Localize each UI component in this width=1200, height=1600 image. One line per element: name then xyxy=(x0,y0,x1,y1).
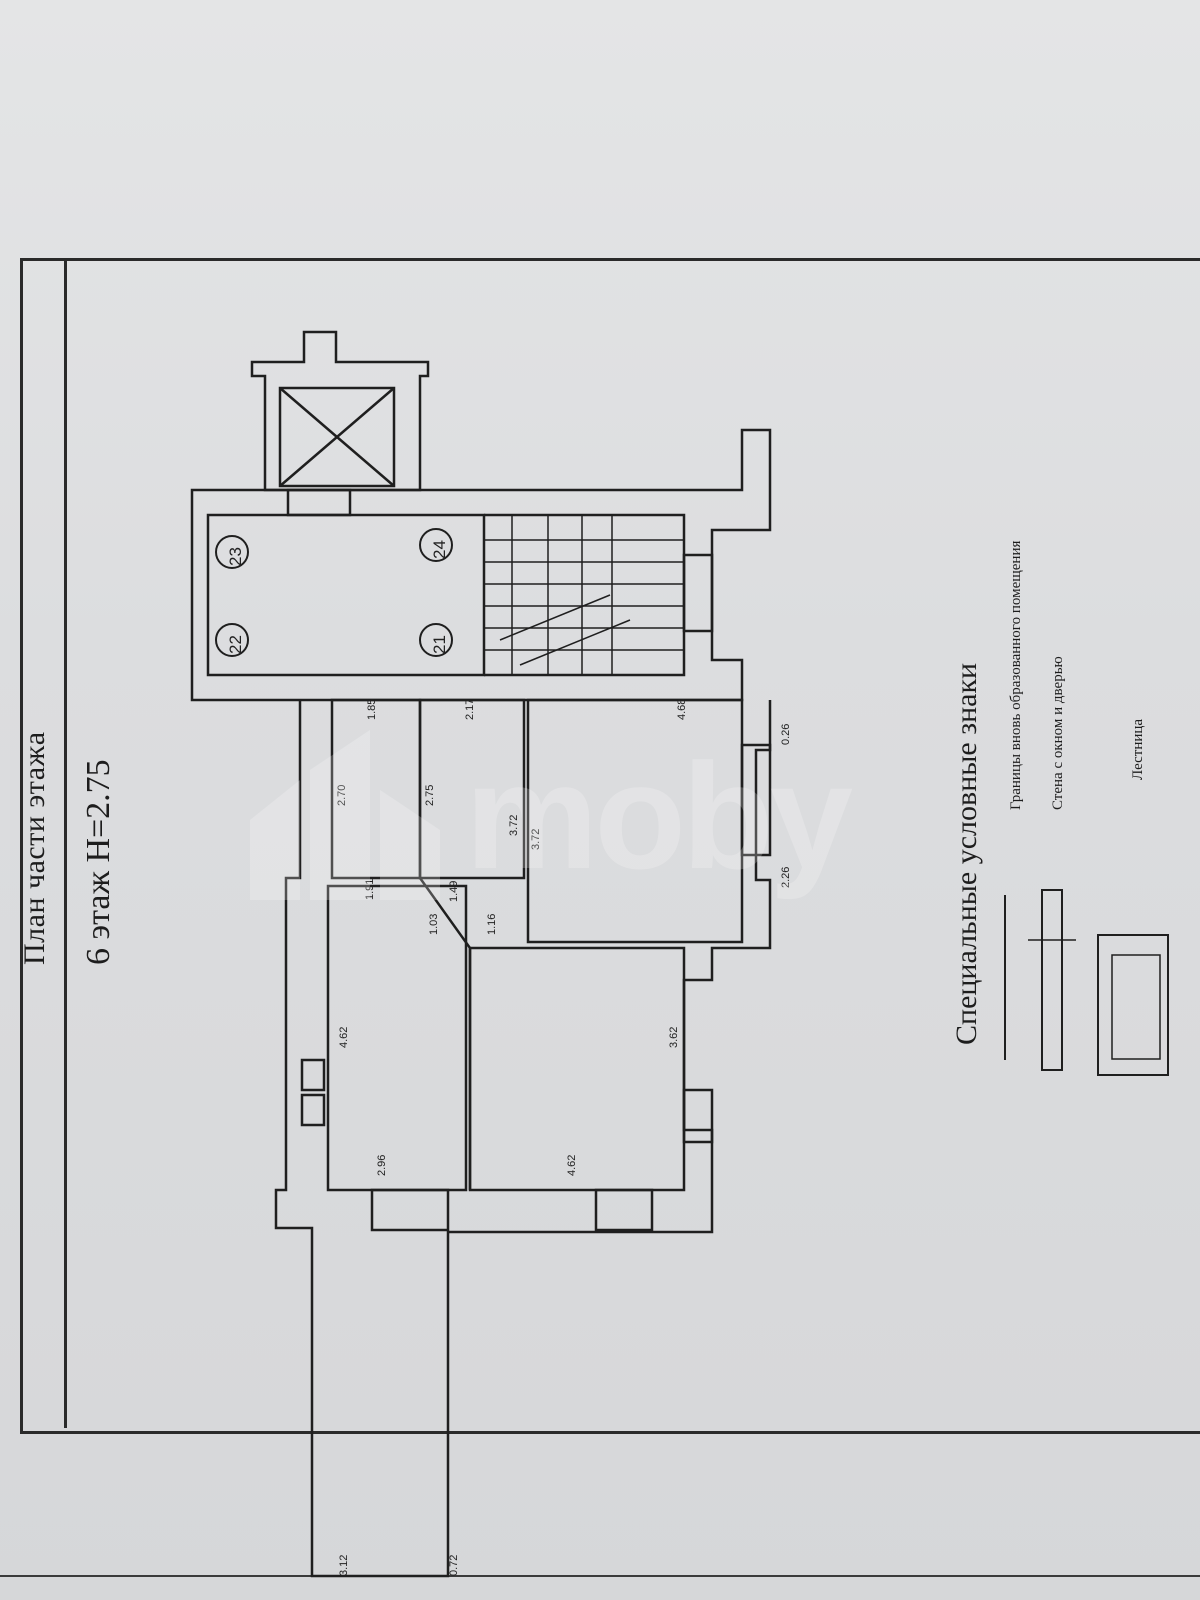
dim-2-26: 2.26 xyxy=(780,866,792,888)
dim-0-26: 0.26 xyxy=(780,723,792,745)
sink-fixture xyxy=(300,1093,326,1127)
room-21-label: 21 xyxy=(430,635,449,654)
window-bottom-1 xyxy=(370,1188,450,1232)
room-23-circle xyxy=(215,535,249,569)
window-bottom-2 xyxy=(594,1188,654,1232)
dim-2-96: 2.96 xyxy=(376,1154,388,1176)
legend-item-wall: Стена с окном и дверью xyxy=(1050,656,1066,810)
room-kitchen-large xyxy=(526,698,744,944)
stair-box xyxy=(484,513,686,677)
elevator-cross-b xyxy=(279,387,395,487)
dim-2-75: 2.75 xyxy=(424,784,436,806)
dim-4-62-a: 4.62 xyxy=(338,1026,350,1048)
elevator-cabin xyxy=(278,386,396,488)
room-living xyxy=(468,946,686,1192)
apartment-outer-wall xyxy=(274,700,772,1578)
dim-2-70: 2.70 xyxy=(336,784,348,806)
stove-fixture xyxy=(300,1058,326,1092)
legend-item-boundary: Границы вновь образованного помещения xyxy=(1008,540,1024,810)
room-22-circle xyxy=(215,623,249,657)
legend-item-stair: Лестница xyxy=(1130,718,1146,780)
window-right-2 xyxy=(682,1088,714,1144)
dim-1-85: 1.85 xyxy=(366,698,378,720)
lower-sheet-edge xyxy=(0,1575,1200,1577)
dim-1-49: 1.49 xyxy=(448,880,460,902)
room-23-label: 23 xyxy=(226,547,245,566)
dim-1-03: 1.03 xyxy=(428,913,440,935)
stair-window xyxy=(682,553,714,633)
window-right-1 xyxy=(740,743,772,857)
legend-title: Специальные условные знаки xyxy=(950,662,983,1045)
legend-stair-symbol xyxy=(1097,934,1169,1076)
dim-3-72-b: 3.72 xyxy=(530,828,542,850)
dim-1-16: 1.16 xyxy=(486,913,498,935)
dim-1-91: 1.91 xyxy=(364,878,376,900)
dim-4-62-b: 4.62 xyxy=(566,1154,578,1176)
dim-3-12: 3.12 xyxy=(338,1554,350,1576)
dim-4-68: 4.68 xyxy=(676,698,688,720)
room-21-circle xyxy=(419,623,453,657)
room-22-label: 22 xyxy=(226,635,245,654)
elevator-door-gap xyxy=(286,488,352,517)
room-24-label: 24 xyxy=(430,540,449,559)
dim-2-17: 2.17 xyxy=(464,698,476,720)
legend-wall-symbol xyxy=(1041,889,1063,1071)
dim-3-62: 3.62 xyxy=(668,1026,680,1048)
elevator-shaft-wall xyxy=(250,330,430,492)
drawing-frame xyxy=(20,258,1200,1434)
dim-3-72-a: 3.72 xyxy=(508,814,520,836)
frame-inner-line xyxy=(64,258,67,1428)
room-bath xyxy=(418,698,526,880)
room-24-circle xyxy=(419,528,453,562)
dim-0-72: 0.72 xyxy=(448,1554,460,1576)
